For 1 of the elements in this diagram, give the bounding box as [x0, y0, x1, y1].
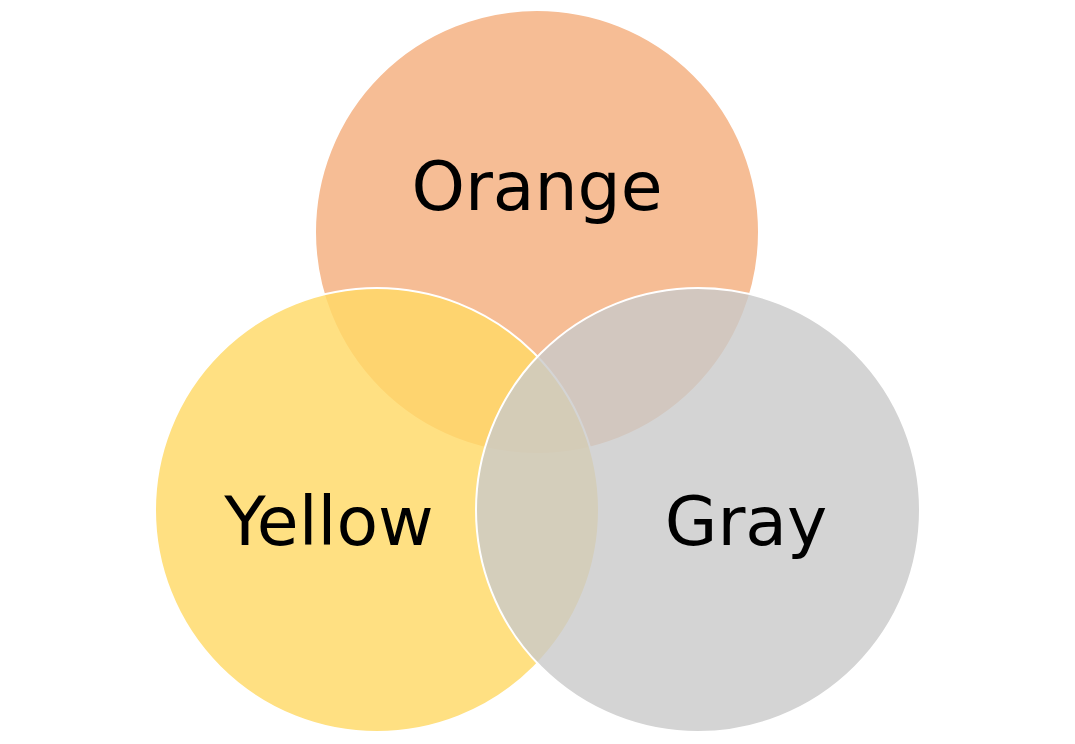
circle-label: Yellow	[224, 488, 434, 556]
